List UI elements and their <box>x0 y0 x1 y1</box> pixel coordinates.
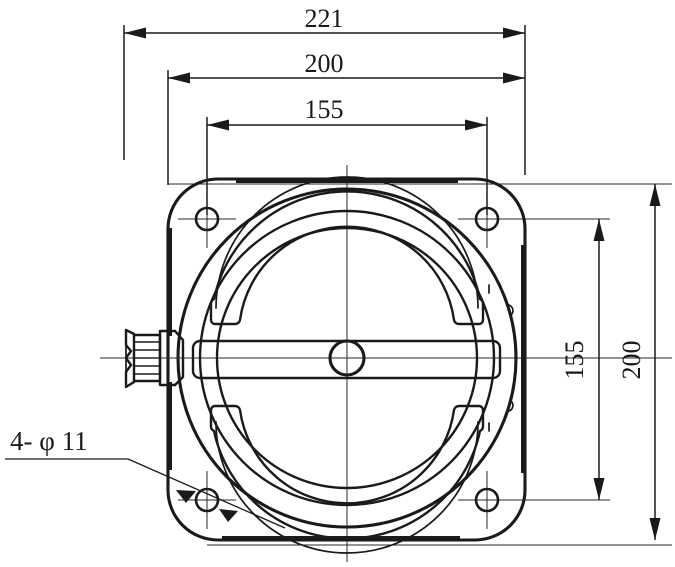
dim-label-221: 221 <box>305 4 344 33</box>
hole-callout-group: 4- φ 11 <box>5 426 286 529</box>
hole-callout-arrowhead-lower <box>219 509 238 522</box>
hole-bottom-right <box>474 487 500 513</box>
arrowhead-155v-bottom <box>593 478 605 500</box>
cable-gland-group <box>103 328 200 389</box>
hole-callout-arrowhead-upper <box>176 490 196 503</box>
ring-notch-lower-right <box>508 400 514 412</box>
vertical-dimensions-group: 155 200 <box>560 184 661 540</box>
crescent-lower <box>209 404 485 540</box>
center-boss <box>328 339 366 377</box>
horizontal-dimensions-group: 221 200 155 <box>123 4 526 215</box>
dim-label-200-horizontal: 200 <box>305 49 344 78</box>
arrowhead-221-left <box>124 27 146 39</box>
dim-label-155-horizontal: 155 <box>305 95 344 124</box>
cross-bar-group <box>191 339 502 380</box>
dim-label-200-vertical: 200 <box>617 341 646 380</box>
hole-callout-label: 4- φ 11 <box>10 426 88 456</box>
arrowhead-200-left <box>168 72 190 84</box>
crescent-upper <box>209 190 485 326</box>
arrowhead-155h-left <box>207 119 229 131</box>
arrowhead-200v-top <box>649 184 661 206</box>
arrowhead-155v-top <box>593 219 605 241</box>
crescent-lower-inner-contour <box>215 421 479 554</box>
arrowhead-200-right <box>503 72 525 84</box>
inner-ring <box>215 226 479 490</box>
hole-top-left <box>194 206 220 232</box>
hole-top-right <box>474 206 500 232</box>
crescent-lower-group <box>209 404 485 554</box>
hole-bottom-left <box>194 487 220 513</box>
arrowhead-200v-bottom <box>649 518 661 540</box>
crescent-upper-inner-contour <box>215 176 479 309</box>
mounting-holes-group <box>194 206 500 513</box>
crescent-upper-group <box>209 176 485 326</box>
arrowhead-221-right <box>503 27 525 39</box>
ring-notch-upper-right <box>508 304 514 316</box>
dim-label-155-vertical: 155 <box>560 341 589 380</box>
hole-callout-leader-line <box>127 458 286 529</box>
arrowhead-155h-right <box>465 119 487 131</box>
